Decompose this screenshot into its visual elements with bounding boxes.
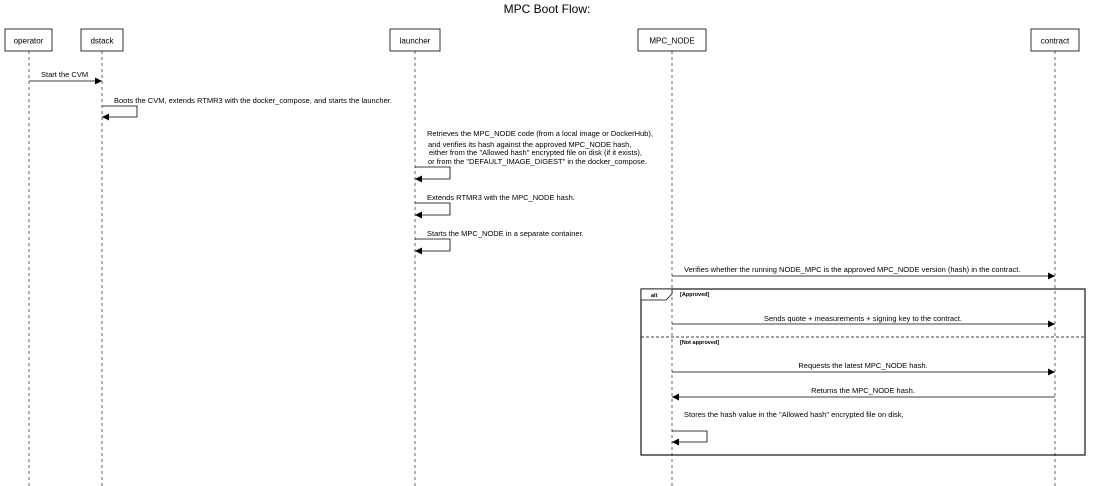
message-extends-rtmr3-label: Extends RTMR3 with the MPC_NODE hash. <box>427 193 575 202</box>
diagram-title: MPC Boot Flow: <box>504 2 591 16</box>
message-requests-hash-label: Requests the latest MPC_NODE hash. <box>798 361 927 370</box>
participant-dstack: dstack <box>80 28 124 52</box>
message-boots-cvm-label: Boots the CVM, extends RTMR3 with the do… <box>114 96 392 105</box>
message-verifies-label: Verifies whether the running NODE_MPC is… <box>684 265 1020 274</box>
message-returns-hash-label: Returns the MPC_NODE hash. <box>811 386 915 395</box>
participant-contract: contract <box>1030 28 1080 52</box>
participant-mpc-node-label: MPC_NODE <box>649 37 694 46</box>
message-starts-mpc-node-arrow <box>415 238 451 255</box>
message-retrieves-line1: Retrieves the MPC_NODE code (from a loca… <box>427 129 653 138</box>
message-sends-quote-label: Sends quote + measurements + signing key… <box>764 314 962 323</box>
participant-operator: operator <box>4 28 53 52</box>
message-boots-cvm-arrow <box>102 105 138 121</box>
participant-contract-label: contract <box>1041 37 1070 46</box>
message-retrieves-line4: or from the "DEFAULT_IMAGE_DIGEST" in th… <box>428 157 647 166</box>
message-retrieves-line3: either from the "Allowed hash" encrypted… <box>429 148 642 157</box>
alt-guard-not-approved: [Not approved] <box>680 340 719 346</box>
message-stores-hash-label: Stores the hash value in the "Allowed ha… <box>684 410 904 419</box>
alt-guard-approved: [Approved] <box>680 292 710 298</box>
alt-fragment-tab <box>640 288 673 301</box>
participant-mpc-node: MPC_NODE <box>637 28 707 52</box>
message-extends-rtmr3-arrow <box>415 202 451 219</box>
alt-fragment: alt [Approved] [Not approved] <box>640 288 1086 456</box>
alt-fragment-frame <box>640 288 1086 456</box>
message-starts-mpc-node-label: Starts the MPC_NODE in a separate contai… <box>427 229 584 238</box>
message-retrieves-line2: and verifies its hash against the approv… <box>428 140 631 149</box>
participant-launcher-label: launcher <box>400 37 431 46</box>
participant-dstack-label: dstack <box>90 37 114 46</box>
message-retrieves-arrow <box>415 166 451 183</box>
message-stores-hash-arrow <box>672 430 708 446</box>
participant-launcher: launcher <box>389 28 441 52</box>
participant-operator-label: operator <box>14 37 44 46</box>
alt-fragment-operator: alt <box>651 293 658 299</box>
message-start-cvm-label: Start the CVM <box>41 70 88 79</box>
